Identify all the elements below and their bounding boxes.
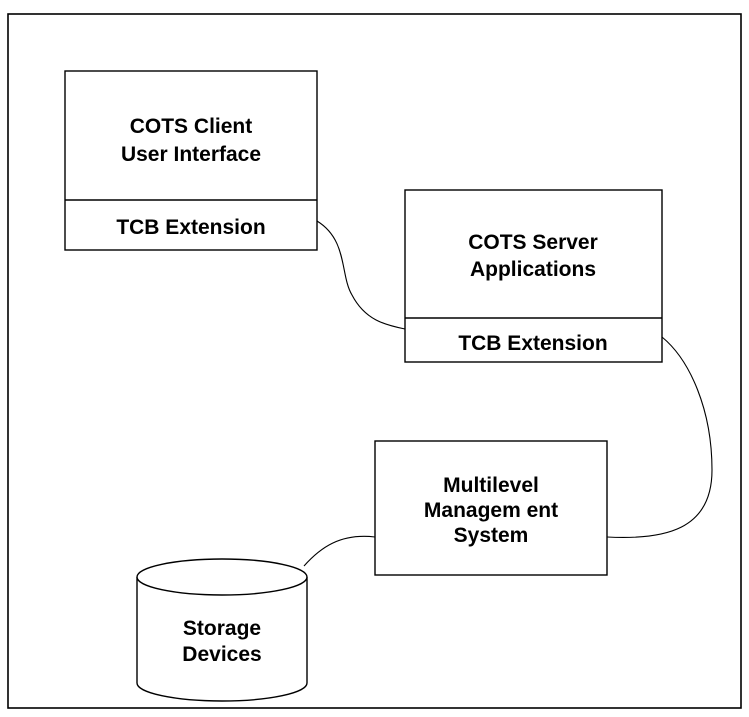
server-tcb-extension-label: TCB Extension: [458, 332, 607, 355]
client-box: [64, 70, 318, 251]
client-label-line2: User Interface: [121, 143, 261, 166]
server-node: COTS Server Applications TCB Extension: [404, 189, 663, 363]
mms-box: [374, 440, 608, 576]
client-to-server-connector: [316, 220, 406, 330]
client-label-line1: COTS Client: [130, 115, 253, 138]
storage-cylinder-top: [136, 558, 308, 596]
diagram-frame: [7, 13, 742, 709]
mms-label-line2: Managem ent: [424, 499, 558, 522]
mms-label-line1: Multilevel: [443, 474, 539, 497]
storage-label-line2: Devices: [182, 643, 261, 666]
mms-node: Multilevel Managem ent System: [374, 440, 608, 576]
server-label-line2: Applications: [470, 258, 596, 281]
mms-label-line3: System: [454, 524, 529, 547]
storage-cylinder-body: [136, 577, 308, 702]
server-to-mms-connector: [606, 336, 713, 538]
server-box: [404, 189, 663, 363]
client-node: COTS Client User Interface TCB Extension: [64, 70, 318, 251]
storage-cylinder: Storage Devices: [136, 558, 308, 702]
mms-to-storage-connector: [303, 535, 376, 567]
client-tcb-extension-label: TCB Extension: [116, 216, 265, 239]
storage-label-line1: Storage: [183, 617, 261, 640]
server-label-line1: COTS Server: [468, 231, 598, 254]
